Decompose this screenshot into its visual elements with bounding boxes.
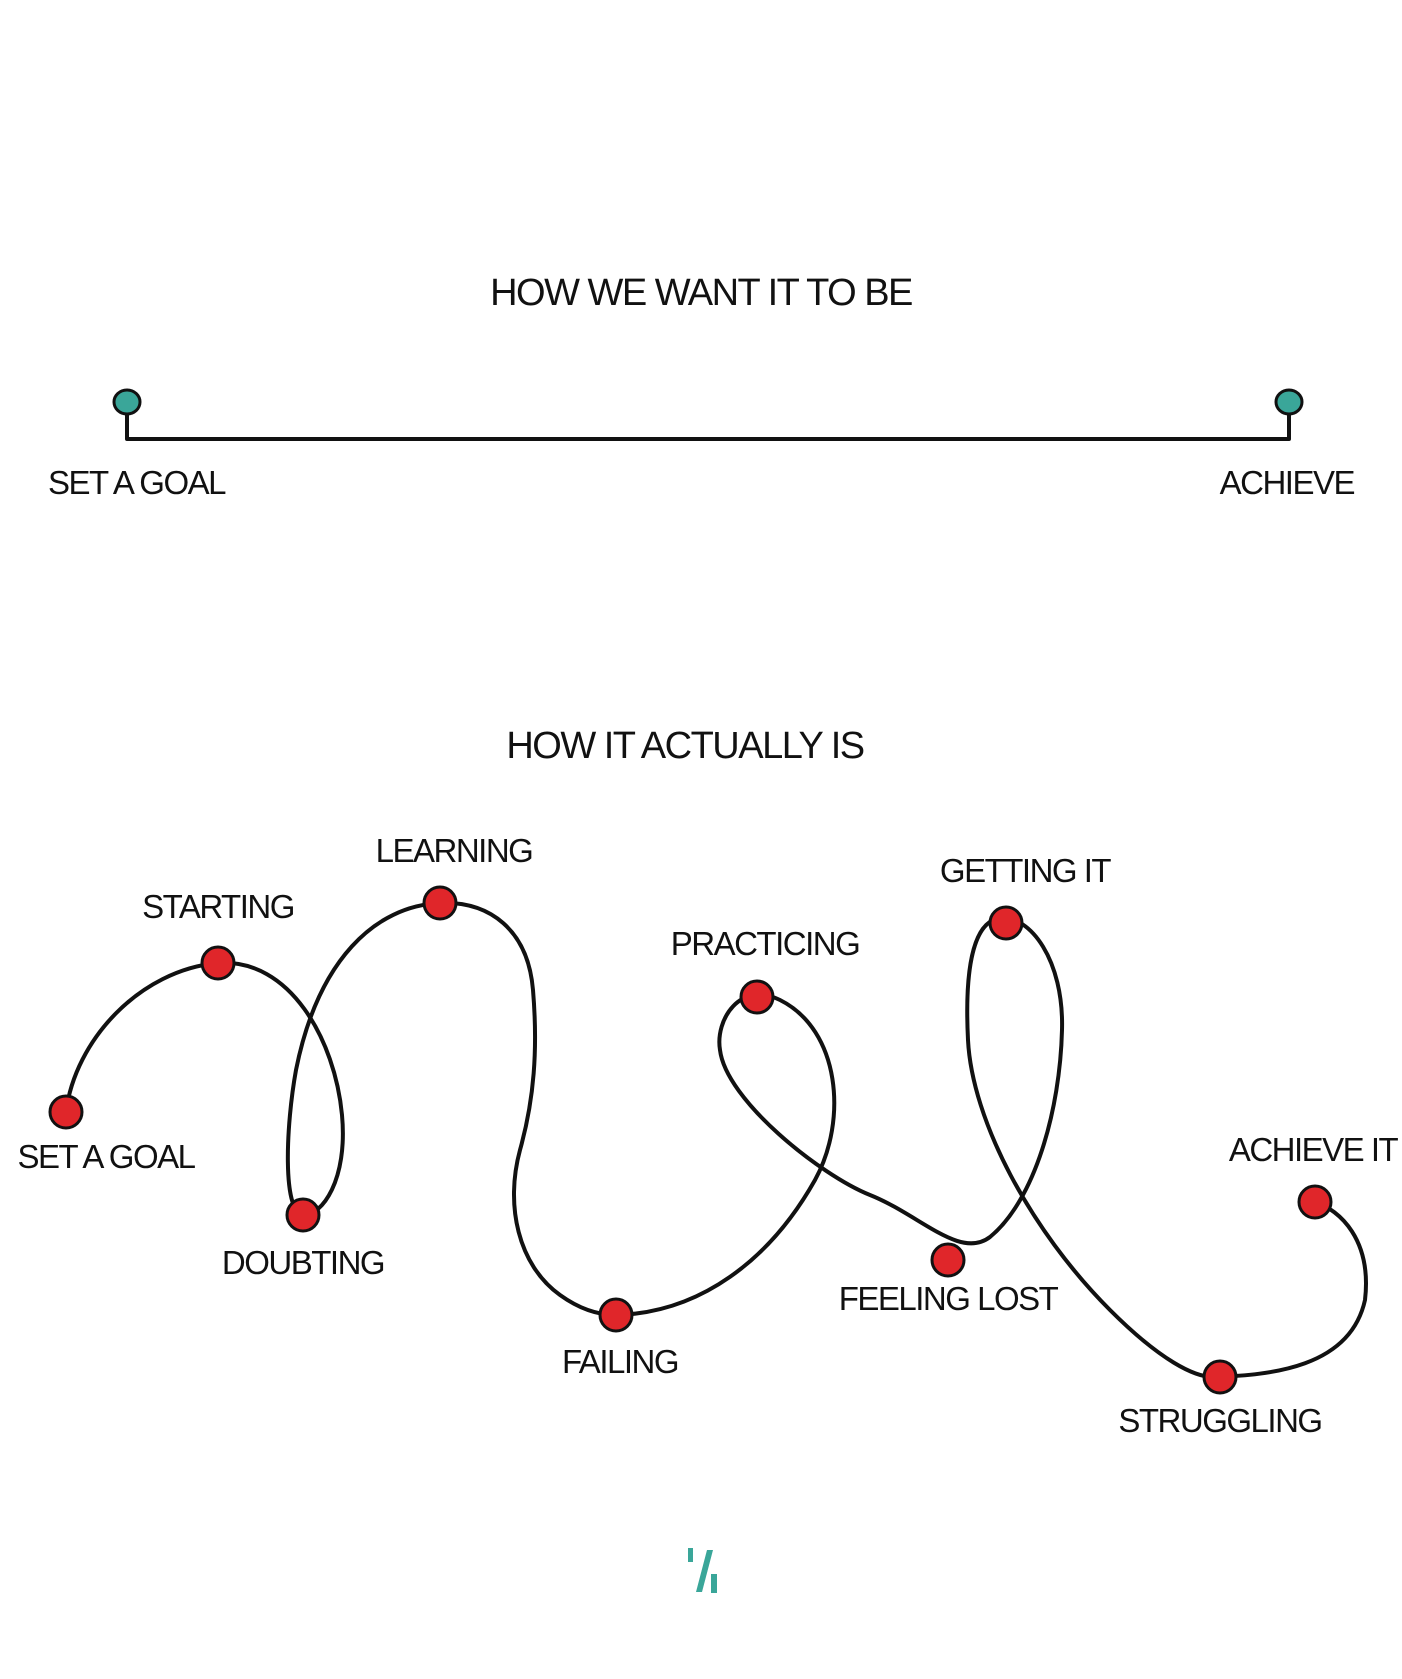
stage-dot-doubting [285,1197,321,1233]
brand-logo [688,1548,717,1593]
stage-dot-failing [598,1297,634,1333]
stage-dot-feeling-lost [930,1242,966,1278]
ideal-title: HOW WE WANT IT TO BE [490,272,912,314]
logo-bar-right [711,1574,717,1593]
stage-dot-struggling [1202,1359,1238,1395]
stage-dot-practicing [739,979,775,1015]
stage-labels: SET A GOAL STARTING DOUBTING LEARNING FAILIN… [18,832,1401,1439]
actual-title: HOW IT ACTUALLY IS [506,725,863,767]
stage-dot-getting-it [988,905,1024,941]
stage-label-starting: STARTING [142,888,294,925]
stage-dots [48,885,1333,1395]
logo-bar-left [688,1548,693,1562]
ideal-line [125,410,1291,441]
ideal-end-label: ACHIEVE [1220,464,1355,501]
stage-label-practicing: PRACTICING [671,925,860,962]
stage-dot-set-a-goal [48,1094,84,1130]
stage-label-feeling-lost: FEELING LOST [839,1280,1059,1317]
stage-label-struggling: STRUGGLING [1118,1402,1321,1439]
stage-label-doubting: DOUBTING [222,1244,384,1281]
stage-label-getting-it: GETTING IT [940,852,1112,889]
ideal-start-pin-icon [112,388,142,416]
ideal-end-pin-icon [1274,388,1304,416]
stage-dot-achieve-it [1297,1184,1333,1220]
stage-label-learning: LEARNING [376,832,533,869]
stage-label-failing: FAILING [562,1343,678,1380]
ideal-start-label: SET A GOAL [48,464,226,501]
actual-squiggle-path [64,900,1368,1380]
stage-label-set-a-goal: SET A GOAL [18,1138,196,1175]
stage-dot-learning [422,885,458,921]
logo-slash [696,1550,713,1592]
stage-dot-starting [200,945,236,981]
stage-label-achieve-it: ACHIEVE IT [1229,1131,1399,1168]
ideal-path [112,388,1304,441]
